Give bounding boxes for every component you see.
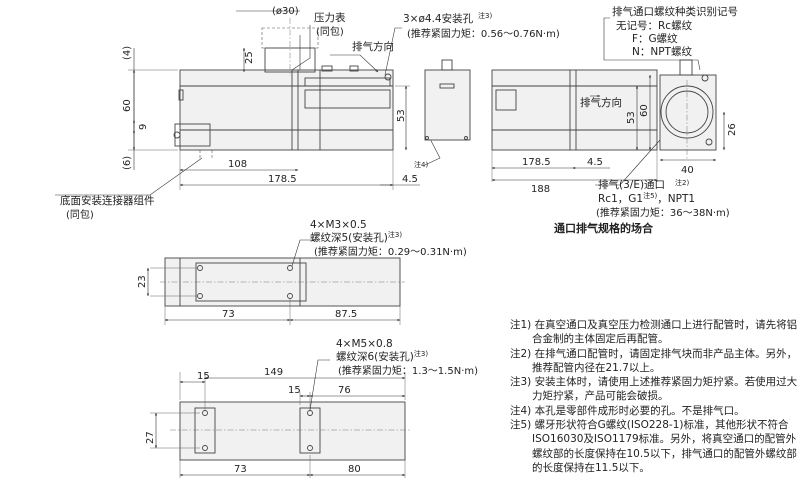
- note-1: 注1) 在真空通口及真空压力检测通口上进行配管时，请先将铝合金制的主体固定后再配…: [510, 319, 798, 346]
- note-4: 注4) 本孔是零部件成形时必要的孔。不是排气口。: [510, 404, 745, 417]
- gauge-label: 压力表: [314, 11, 346, 24]
- bottom-view: [150, 359, 410, 478]
- mid-depth-label: 螺纹深5(安装孔)注3): [310, 230, 402, 244]
- bottom-dim-80: 80: [348, 464, 361, 475]
- dim-108: 108: [228, 159, 247, 170]
- side-dim-26: 26: [727, 123, 738, 136]
- side-dim-178-5: 178.5: [522, 157, 551, 168]
- bottom-dim-15-b: 15: [288, 385, 301, 396]
- note4-label: 注4): [414, 160, 428, 169]
- mid-dim-23: 23: [137, 275, 148, 288]
- bottom-thread-label: 4×M5×0.8: [336, 338, 393, 350]
- mount-holes-label: 3×ø4.4安装孔: [403, 12, 474, 25]
- exhaust-threads-note: 注5): [643, 191, 657, 200]
- bottom-dim-27: 27: [145, 431, 156, 444]
- note-3: 注3) 安装主体时，请使用上述推荐紧固力矩拧紧。若使用过大力矩拧紧，产品可能会破…: [510, 376, 798, 403]
- bottom-torque-label: (推荐紧固力矩：1.3～1.5N·m): [338, 364, 478, 377]
- notes-panel: 注1) 在真空通口及真空压力检测通口上进行配管时，请先将铝合金制的主体固定后再配…: [510, 318, 800, 475]
- exhaust-direction-label: 排气方向: [352, 40, 394, 53]
- side-dim-188: 188: [531, 184, 550, 195]
- bottom-connector-label: 底面安装连接器组件: [60, 194, 155, 207]
- bottom-dim-76: 76: [338, 385, 351, 396]
- side-view-left: [424, 59, 471, 141]
- bottom-dim-73: 73: [234, 464, 247, 475]
- dim-9: 9: [138, 124, 149, 130]
- side-dim-53: 53: [626, 111, 637, 124]
- mid-torque-label: (推荐紧固力矩：0.29～0.31N·m): [314, 245, 467, 258]
- exhaust-torque-label: (推荐紧固力矩：36～38N·m): [596, 206, 730, 219]
- dim-4: (4): [122, 46, 133, 60]
- mid-view: [146, 239, 405, 325]
- exhaust-threads: Rc1，G1注5)，NPT1: [598, 191, 695, 205]
- exhaust-threads-tail: ，NPT1: [657, 193, 695, 205]
- gauge-pack-label: (同包): [316, 25, 344, 38]
- front-view-body: [179, 69, 394, 151]
- port-symbol-npt: N：NPT螺纹: [632, 45, 692, 58]
- note-2: 注2) 在排气通口配管时，请固定排气块而非产品主体。另外，推荐配管内径在21.7…: [510, 347, 798, 374]
- dim-53: 53: [396, 109, 407, 122]
- side-dim-40: 40: [681, 165, 694, 176]
- dim-60: 60: [122, 99, 133, 112]
- note-5: 注5) 螺牙形状符合G螺纹(ISO228-1)标准，其他形状不符合ISO1603…: [510, 419, 797, 474]
- bottom-depth-label: 螺纹深6(安装孔)注3): [336, 349, 428, 363]
- exhaust-port-label: 排气(3/E)通口: [598, 178, 665, 191]
- mount-torque-label: (推荐紧固力矩：0.56～0.76N·m): [407, 27, 560, 40]
- exhaust-port-note: 注2): [675, 178, 689, 187]
- side-exhaust-direction: 排气方向: [580, 96, 622, 109]
- port-symbol-rc: 无记号：Rc螺纹: [616, 19, 693, 32]
- port-symbol-g: F：G螺纹: [632, 32, 678, 45]
- dim-25: 25: [244, 51, 255, 64]
- dim-phi30: (ø30): [272, 6, 299, 17]
- exhaust-caption: 通口排气规格的场合: [554, 221, 654, 235]
- mid-thread-label: 4×M3×0.5: [310, 219, 367, 231]
- dim-6: (6): [122, 156, 133, 170]
- mid-dim-87-5: 87.5: [335, 309, 357, 320]
- mount-holes-note: 注3): [478, 11, 492, 20]
- side-view-exhaust: [491, 17, 726, 186]
- exhaust-threads-main: Rc1，G1: [598, 193, 643, 205]
- bottom-connector-pack: (同包): [66, 208, 94, 221]
- dim-178-5: 178.5: [268, 174, 297, 185]
- front-view: [55, 10, 441, 196]
- bottom-dim-15-a: 15: [197, 371, 210, 382]
- side-dim-4-5: 4.5: [587, 157, 603, 168]
- side-dim-60: 60: [639, 104, 650, 117]
- dim-4-5: 4.5: [402, 174, 418, 185]
- mid-dim-73: 73: [222, 309, 235, 320]
- bottom-dim-149: 149: [264, 367, 283, 378]
- port-symbol-title: 排气通口螺纹种类识别记号: [612, 5, 738, 18]
